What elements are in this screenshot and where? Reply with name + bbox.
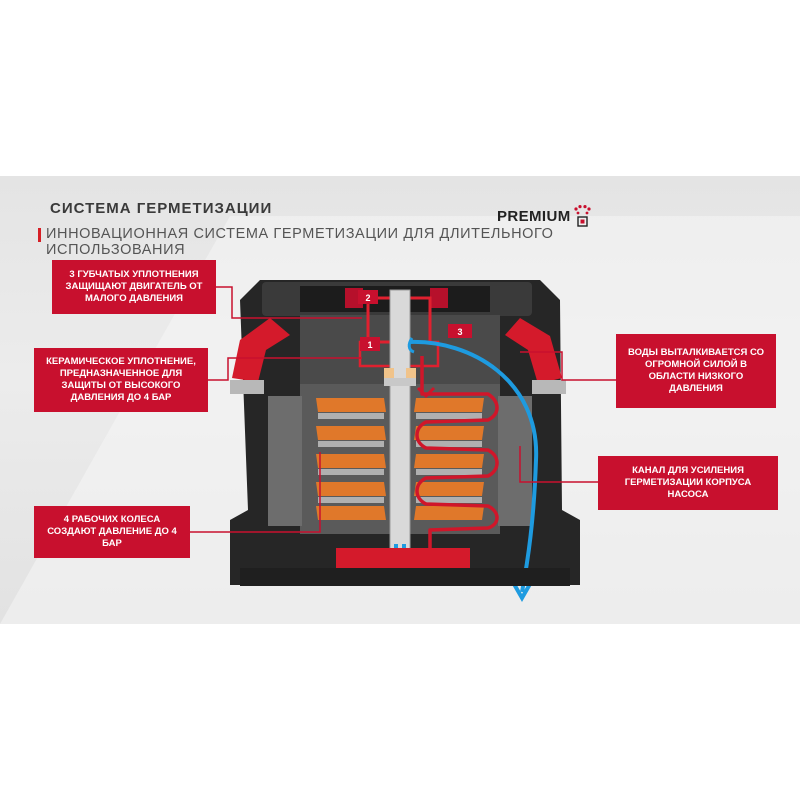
- page-title: СИСТЕМА ГЕРМЕТИЗАЦИИ: [50, 200, 273, 217]
- motor-red-detail-right: [430, 288, 448, 308]
- svg-text:2: 2: [365, 293, 370, 303]
- shaft-collar: [384, 378, 416, 386]
- pressure-flow-path: [415, 356, 499, 562]
- motor-shaft: [389, 289, 411, 551]
- water-arrow-down-icon: [512, 583, 532, 603]
- pump-base-red: [336, 548, 470, 568]
- left-red-wing: [232, 318, 290, 382]
- right-red-wing: [505, 318, 562, 384]
- left-grey-flange: [230, 380, 264, 394]
- callout-sponge-seals: 3 ГУБЧАТЫХ УПЛОТНЕНИЯ ЗАЩИЩАЮТ ДВИГАТЕЛЬ…: [52, 260, 216, 314]
- pump-base-foot: [240, 568, 570, 586]
- ceramic-seal-left: [384, 368, 394, 378]
- ceramic-seal-right: [406, 368, 416, 378]
- svg-text:1: 1: [367, 340, 372, 350]
- water-flow-path: [409, 339, 539, 593]
- seal-marker-3: 3: [448, 324, 472, 338]
- svg-text:3: 3: [457, 327, 462, 337]
- callout-leader-lines: [190, 286, 616, 533]
- callout-ceramic-seal: КЕРАМИЧЕСКОЕ УПЛОТНЕНИЕ, ПРЕДНАЗНАЧЕННОЕ…: [34, 348, 208, 412]
- premium-badge: PREMIUM: [497, 204, 593, 228]
- subtitle-accent-bar: [38, 228, 41, 242]
- page-subtitle: ИННОВАЦИОННАЯ СИСТЕМА ГЕРМЕТИЗАЦИИ ДЛЯ Д…: [46, 226, 554, 258]
- seal-marker-2: 2: [358, 290, 378, 304]
- impellers-left: [316, 398, 386, 520]
- impellers-right: [414, 398, 484, 520]
- premium-label: PREMIUM: [497, 207, 571, 225]
- flow-arrow-icon: [416, 386, 436, 399]
- water-swirl-top: [407, 337, 415, 354]
- seal-marker-1: 1: [360, 337, 380, 351]
- callout-channel: КАНАЛ ДЛЯ УСИЛЕНИЯ ГЕРМЕТИЗАЦИИ КОРПУСА …: [598, 456, 778, 510]
- right-chamber-wall: [498, 396, 532, 526]
- callout-water-push: ВОДЫ ВЫТАЛКИВАЕТСЯ СО ОГРОМНОЙ СИЛОЙ В О…: [616, 334, 776, 408]
- callout-impellers: 4 РАБОЧИХ КОЛЕСА СОЗДАЮТ ДАВЛЕНИЕ ДО 4 Б…: [34, 506, 190, 558]
- paw-badge-icon: [574, 205, 591, 227]
- right-grey-flange: [532, 380, 566, 394]
- left-chamber-wall: [268, 396, 302, 526]
